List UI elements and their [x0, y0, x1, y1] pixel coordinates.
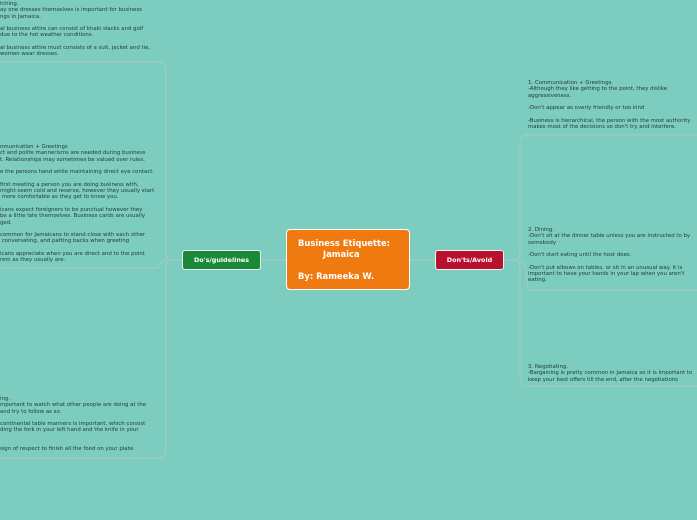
note-line: icans appreciate when you are direct and…: [0, 251, 145, 258]
central-topic[interactable]: Business Etiquette: Jamaica By: Rameeka …: [286, 229, 410, 290]
note-line: mportant to watch what other people are …: [0, 402, 147, 409]
note-line: -Don't start eating until the host does.: [528, 252, 632, 259]
note-line: aggressiveness.: [528, 92, 572, 99]
note-line: -Although they like getting to the point…: [528, 86, 668, 93]
note-line: 1. Communication + Greetings.: [528, 80, 614, 86]
note-line: -Business is hierarchical, the person wi…: [528, 117, 691, 124]
donts-label: Don'ts/Avoid: [446, 256, 493, 264]
central-title-line1: Business Etiquette:: [298, 238, 390, 248]
note-line: be a little late themselves. Business ca…: [0, 213, 146, 220]
dos-guidelines-node[interactable]: Do's/guidelines: [182, 250, 261, 270]
note-line: rem as they usually are.: [0, 257, 66, 264]
note-line: eating.: [528, 277, 547, 284]
note-line: continental table manners is important, …: [0, 421, 146, 428]
note-line: ding the fork in your left hand and the …: [0, 427, 139, 434]
dos-dress-note: tching.ay one dresses themselves is impo…: [0, 1, 150, 58]
note-line: 2. Dining.: [528, 227, 554, 233]
donts-communication-note: 1. Communication + Greetings.-Although t…: [528, 80, 690, 130]
note-line: ged.: [0, 219, 12, 226]
note-line: women wear dresses.: [0, 51, 59, 58]
note-line: 3. Negotiating.: [528, 364, 569, 370]
note-line: e the persons hand while maintaining dir…: [0, 169, 155, 176]
note-line: nmunication + Greetings: [0, 144, 68, 150]
donts-negotiating-note: 3. Negotiating.-Bargaining is pretty com…: [528, 364, 692, 383]
central-author: By: Rameeka W.: [298, 271, 375, 281]
note-line: common for Jamaicans to stand close with…: [0, 232, 146, 239]
note-line: makes most of the decisions so don't try…: [528, 124, 676, 131]
note-line: conversating, and patting backs when gre…: [0, 238, 130, 245]
note-line: al business attire must consists of a su…: [0, 45, 151, 52]
note-line: might seem cold and reserve, however the…: [0, 188, 155, 195]
note-line: important to have your hands in your lap…: [528, 271, 685, 278]
note-line: sign of respect to finish all the food o…: [0, 446, 135, 453]
note-line: -Don't appear as overly friendly or too …: [528, 105, 645, 112]
note-line: first meeting a person you are doing bus…: [0, 181, 139, 188]
dos-label: Do's/guidelines: [193, 256, 250, 264]
note-line: ay one dresses themselves is important f…: [0, 7, 142, 14]
note-line: due to the hot weather conditions.: [0, 32, 94, 39]
central-title-line2: Jamaica: [323, 249, 360, 259]
note-line: more comfortable as they get to know you…: [0, 194, 119, 201]
note-line: -Bargaining is pretty common in Jamaica …: [528, 370, 693, 377]
donts-avoid-node[interactable]: Don'ts/Avoid: [435, 250, 504, 270]
note-line: keep your best offers till the end, afte…: [528, 376, 678, 383]
note-line: and try to follow as so.: [0, 408, 62, 415]
note-line: t. Relationships may sometimes be valued…: [0, 156, 146, 163]
note-line: ct and polite mannerisms are needed duri…: [0, 150, 146, 157]
donts-dining-note: 2. Dining.-Don't sit at the dinner table…: [528, 227, 690, 284]
note-line: ing.: [0, 396, 11, 402]
dos-dining-note: ing.mportant to watch what other people …: [0, 396, 146, 453]
note-line: icans expect foreigners to be punctual h…: [0, 206, 143, 213]
note-line: tching.: [0, 1, 19, 7]
note-line: somebody: [528, 239, 557, 246]
note-line: ngs in Jamaica.: [0, 13, 41, 20]
note-line: al business attire can consist of khaki …: [0, 26, 144, 33]
note-line: -Don't sit at the dinner table unless yo…: [528, 233, 691, 240]
note-line: -Don't put elbows on tables, or sit in a…: [528, 264, 683, 271]
